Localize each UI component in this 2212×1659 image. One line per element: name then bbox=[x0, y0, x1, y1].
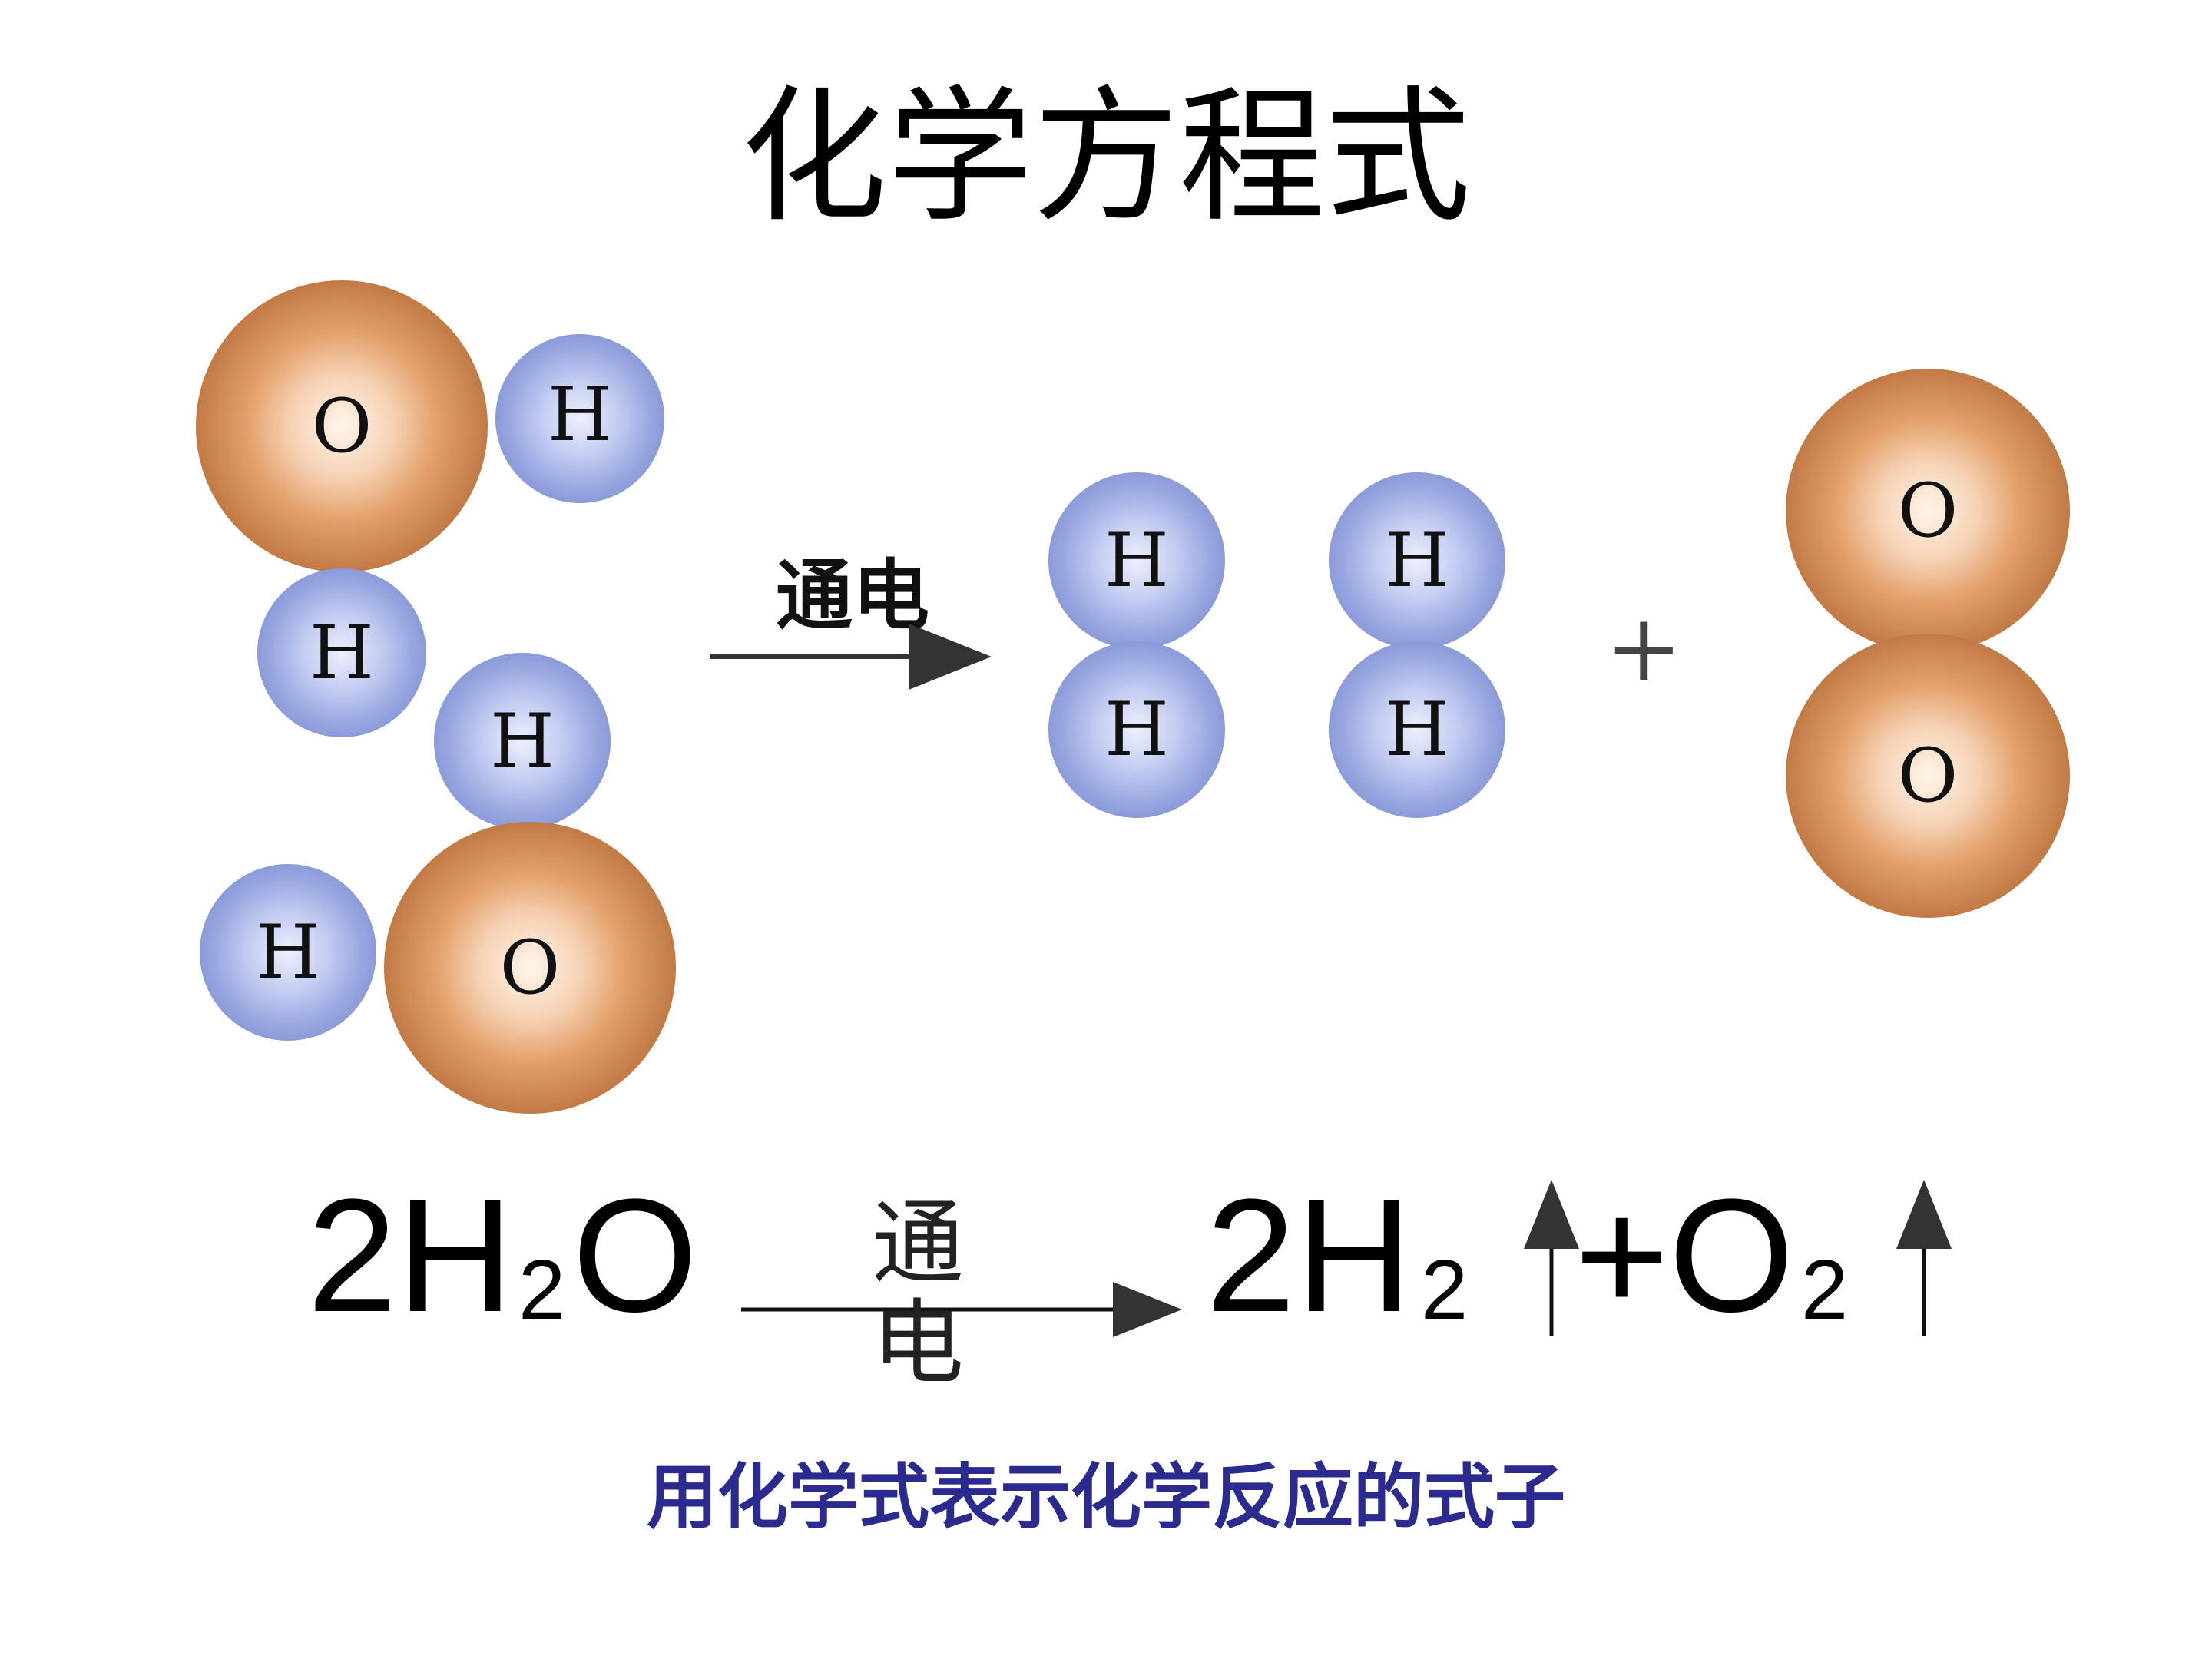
hydrogen-atom-label: H bbox=[490, 698, 555, 784]
equation-condition: 通电 bbox=[872, 1190, 964, 1397]
hydrogen-atom bbox=[257, 568, 426, 737]
hydrogen-molecule-1: H H bbox=[1048, 472, 1225, 818]
water-molecule-2: H H O bbox=[200, 653, 676, 1114]
hydrogen-atom-label: H bbox=[1104, 687, 1169, 773]
equation-product-hydrogen-subscript: 2 bbox=[1421, 1243, 1469, 1337]
hydrogen-atom-label: H bbox=[1385, 687, 1449, 773]
equation-reactant: 2H bbox=[307, 1165, 514, 1346]
oxygen-atom-label: O bbox=[1898, 468, 1959, 554]
hydrogen-atom-label: H bbox=[1104, 518, 1169, 604]
equation-product-oxygen-subscript: 2 bbox=[1801, 1243, 1849, 1337]
definition-caption: 用化学式表示化学反应的式子 bbox=[646, 1456, 1565, 1538]
oxygen-atom bbox=[384, 822, 676, 1114]
page-title: 化学方程式 bbox=[740, 72, 1471, 242]
hydrogen-atom bbox=[200, 864, 376, 1041]
oxygen-molecule: O O bbox=[1786, 369, 2070, 918]
equation-product-hydrogen: 2H bbox=[1206, 1165, 1412, 1346]
hydrogen-atom-label: H bbox=[1385, 518, 1449, 604]
hydrogen-atom bbox=[1329, 472, 1505, 649]
equation-reactant-oxygen: O bbox=[572, 1165, 698, 1346]
oxygen-atom bbox=[196, 280, 488, 572]
hydrogen-atom bbox=[1329, 641, 1505, 818]
oxygen-atom-label: O bbox=[1898, 733, 1959, 819]
hydrogen-atom-label: H bbox=[256, 909, 320, 995]
plus-sign: + bbox=[1605, 595, 1683, 702]
water-molecule-1: O H H bbox=[196, 280, 664, 737]
hydrogen-atom bbox=[434, 653, 611, 830]
oxygen-atom bbox=[1786, 634, 2070, 918]
oxygen-atom bbox=[1786, 369, 2070, 653]
hydrogen-atom bbox=[1048, 472, 1225, 649]
hydrogen-molecule-2: H H bbox=[1329, 472, 1505, 818]
equation-reactant-subscript: 2 bbox=[518, 1243, 566, 1337]
hydrogen-atom bbox=[1048, 641, 1225, 818]
reaction-condition-label: 通电 bbox=[776, 551, 929, 641]
oxygen-atom-label: O bbox=[312, 383, 373, 469]
hydrogen-atom bbox=[495, 334, 664, 503]
hydrogen-atom-label: H bbox=[548, 372, 612, 458]
equation-product-oxygen: +O bbox=[1575, 1165, 1794, 1346]
hydrogen-atom-label: H bbox=[310, 610, 374, 696]
oxygen-atom-label: O bbox=[500, 925, 561, 1011]
